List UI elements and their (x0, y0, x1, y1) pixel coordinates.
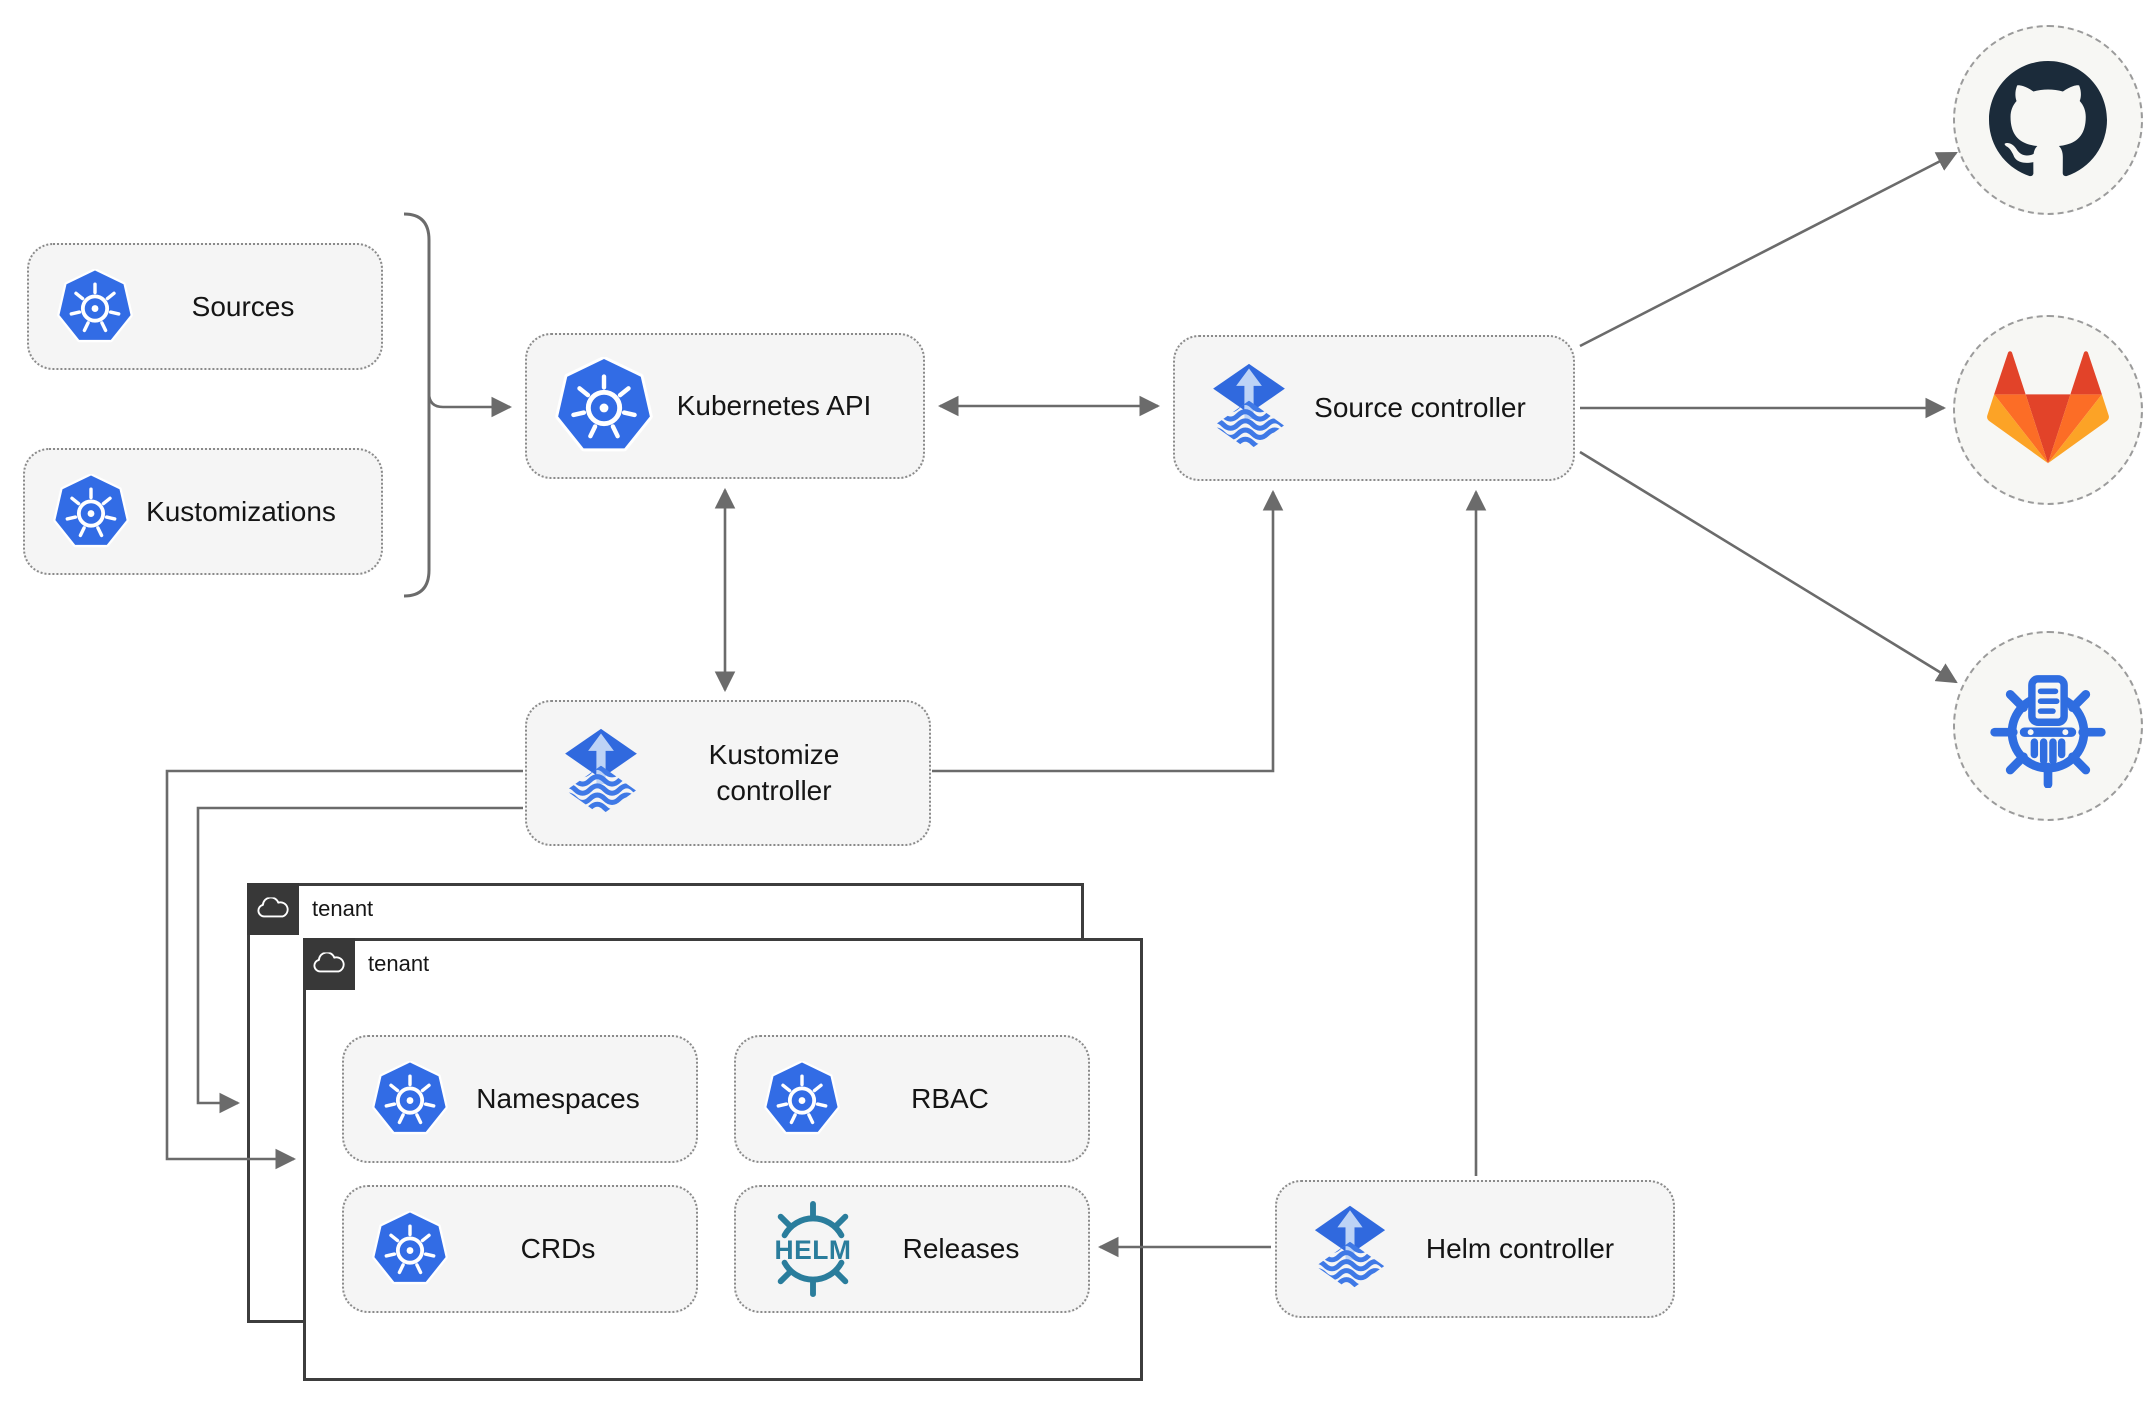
sources-node: Sources (27, 243, 383, 370)
sources-label: Sources (191, 290, 295, 322)
kustomize-controller-label: Kustomize controller (708, 739, 840, 806)
kubernetes-icon (53, 474, 129, 550)
arrow-kustomize-to-source-controller (932, 489, 1284, 773)
kubernetes-icon (57, 269, 133, 345)
flux-icon (1203, 362, 1295, 454)
kubernetes-icon (555, 357, 653, 455)
tenant-outer-tab (247, 883, 299, 935)
namespaces-label: Namespaces (476, 1083, 640, 1115)
kustomizations-node: Kustomizations (23, 448, 383, 575)
github-endpoint (1953, 25, 2143, 215)
kustomizations-label: Kustomizations (146, 495, 336, 527)
releases-node: Releases (734, 1185, 1090, 1313)
source-controller-node: Source controller (1173, 335, 1575, 481)
tenant-inner-label: tenant (368, 951, 430, 976)
gitlab-endpoint (1953, 315, 2143, 505)
crds-node: CRDs (342, 1185, 698, 1313)
bracket-sources-group (403, 212, 431, 598)
kubernetes-icon (372, 1061, 448, 1137)
flux-icon (1305, 1204, 1395, 1294)
kubernetes-icon (372, 1211, 448, 1287)
flux-icon (555, 727, 647, 819)
cloud-icon (312, 952, 346, 976)
crds-label: CRDs (520, 1233, 596, 1265)
kubernetes-api-label: Kubernetes API (676, 390, 872, 422)
kubernetes-icon (764, 1061, 840, 1137)
rbac-node: RBAC (734, 1035, 1090, 1163)
cloud-icon (256, 897, 290, 921)
arrow-sources-to-kubernetes-api (427, 392, 513, 418)
tenant-outer-label: tenant (312, 896, 374, 921)
namespaces-node: Namespaces (342, 1035, 698, 1163)
releases-label: Releases (902, 1233, 1020, 1265)
rbac-label: RBAC (911, 1083, 989, 1115)
source-controller-label: Source controller (1314, 392, 1526, 424)
helm-controller-node: Helm controller (1275, 1180, 1675, 1318)
arrow-source-to-github (1579, 151, 1958, 348)
github-icon (1989, 61, 2107, 179)
kubernetes-api-node: Kubernetes API (525, 333, 925, 479)
tenant-inner-tab (303, 938, 355, 990)
helm-controller-label: Helm controller (1425, 1233, 1615, 1265)
harbor-icon (1986, 664, 2110, 788)
helm-icon (764, 1200, 862, 1298)
arrow-source-to-harbor (1579, 450, 1958, 684)
harbor-endpoint (1953, 631, 2143, 821)
gitlab-icon (1987, 349, 2109, 471)
kustomize-controller-node: Kustomize controller (525, 700, 931, 846)
